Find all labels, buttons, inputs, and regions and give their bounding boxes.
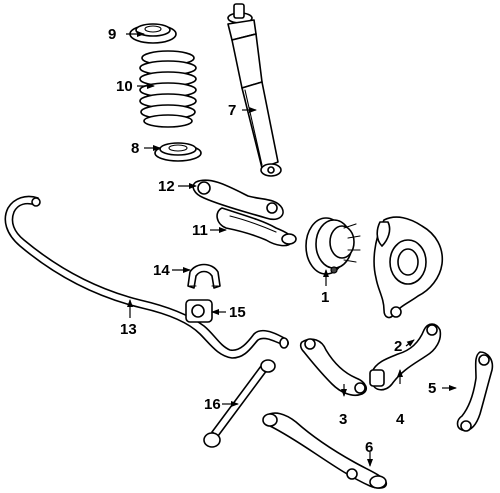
callout-16: 16	[204, 396, 221, 413]
control-arm	[299, 338, 368, 397]
callout-3: 3	[339, 411, 347, 428]
callout-12: 12	[158, 178, 175, 195]
callout-9: 9	[108, 26, 116, 43]
stabilizer-bushing	[185, 299, 213, 323]
callout-10: 10	[116, 78, 133, 95]
callout-1: 1	[321, 289, 329, 306]
stabilizer-bar	[4, 195, 289, 359]
lower-control-arm	[216, 207, 297, 247]
coil-spring	[139, 50, 197, 128]
shock-absorber	[227, 3, 282, 177]
rear-knuckle	[373, 216, 444, 319]
callout-14: 14	[153, 262, 170, 279]
stabilizer-bracket	[187, 263, 221, 289]
callout-labels: 9 10 8 7 12 11 14 15 13 16 1 2 3 4 5 6	[108, 26, 436, 456]
leader-lines	[126, 31, 457, 467]
lateral-link-upper	[369, 323, 442, 391]
spring-link	[192, 179, 284, 221]
callout-15: 15	[229, 304, 246, 321]
callout-7: 7	[228, 102, 236, 119]
callout-6: 6	[365, 439, 373, 456]
callout-5: 5	[428, 380, 436, 397]
callout-13: 13	[120, 321, 137, 338]
spring-lower-insulator	[154, 142, 202, 162]
callout-2: 2	[394, 338, 402, 355]
lower-trailing-arm	[262, 412, 388, 489]
callout-11: 11	[192, 222, 208, 239]
callout-4: 4	[396, 411, 405, 428]
callout-8: 8	[131, 140, 139, 157]
toe-link	[456, 351, 494, 432]
stabilizer-link	[203, 359, 276, 448]
wheel-hub	[305, 217, 361, 275]
